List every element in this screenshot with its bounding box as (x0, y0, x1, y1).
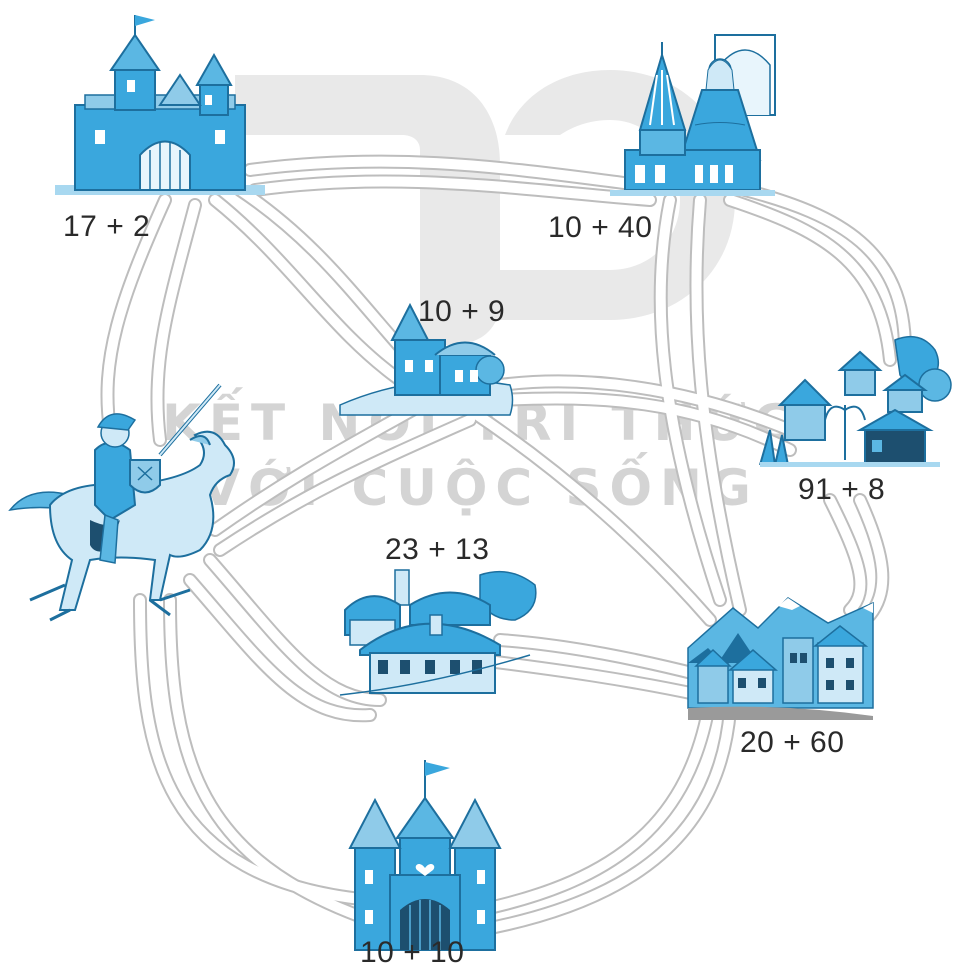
castle-bottom-icon[interactable] (348, 760, 502, 951)
snow-village-label: 10 + 9 (418, 295, 506, 328)
palace-top-right-label: 10 + 40 (548, 211, 653, 244)
hut-village-icon[interactable] (759, 335, 952, 467)
castle-bottom-label: 10 + 10 (360, 936, 465, 969)
mountain-town-label: 20 + 60 (740, 726, 845, 759)
knight-on-horse-icon[interactable] (8, 383, 235, 622)
hut-village-label: 91 + 8 (798, 473, 886, 506)
palace-top-right-icon[interactable] (610, 34, 776, 196)
snow-village-icon[interactable] (339, 302, 514, 416)
town-center-icon[interactable] (339, 569, 537, 696)
castle-top-left-label: 17 + 2 (63, 210, 151, 243)
town-center-label: 23 + 13 (385, 533, 490, 566)
mountain-town-icon[interactable] (687, 597, 874, 720)
castle-top-left-icon[interactable] (55, 15, 265, 195)
